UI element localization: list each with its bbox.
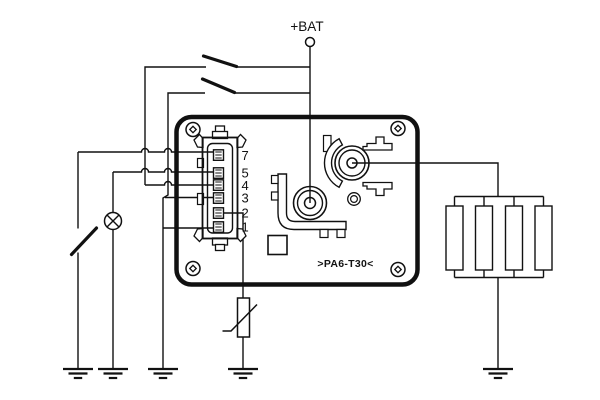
clip-lower — [362, 181, 393, 197]
pin-5 — [212, 167, 225, 180]
relay-box: >PA6-T30< — [174, 114, 420, 287]
pin-3 — [212, 192, 225, 205]
pin-label-5: 5 — [242, 166, 249, 181]
switch-feed-2-blade — [200, 77, 237, 95]
pin-label-3: 3 — [242, 191, 249, 206]
battery-terminal-circle — [304, 36, 316, 48]
component-square — [267, 234, 288, 256]
module-label: >PA6-T30< — [317, 258, 373, 270]
connector-7pin: 7 5 4 3 2 1 — [193, 125, 249, 252]
glow-plug-2 — [474, 205, 494, 271]
glow-plug-1 — [445, 205, 464, 271]
connector-pins — [212, 149, 225, 234]
battery-label: +BAT — [290, 19, 323, 34]
clip-upper — [362, 136, 393, 151]
pin-label-2: 2 — [242, 206, 249, 221]
ground-glow-plugs — [483, 367, 513, 380]
bus-bar-left — [277, 173, 347, 231]
wire-branch2-left — [162, 92, 205, 369]
pin-1 — [212, 221, 225, 234]
ground-sensor — [228, 367, 258, 380]
switch-feed-1-blade — [201, 54, 239, 69]
pin-label-4: 4 — [242, 178, 249, 193]
pin-label-1: 1 — [242, 220, 249, 235]
ground-pin1 — [148, 367, 178, 380]
pin-label-7: 7 — [242, 148, 249, 163]
mounting-hole-top-right — [390, 120, 406, 137]
thermistor-strike — [222, 303, 258, 332]
pin-7 — [212, 149, 225, 162]
wire-pin4 — [145, 180, 219, 186]
battery-terminal: +BAT — [290, 19, 324, 48]
bus-bar-curved — [323, 137, 344, 189]
screw-terminal-battery — [270, 173, 347, 239]
pin-4 — [212, 179, 225, 192]
pin-labels: 7 5 4 3 2 1 — [242, 148, 249, 235]
wire-output-feed — [352, 162, 499, 197]
glow-plug-3 — [504, 205, 524, 271]
rivet — [347, 192, 361, 206]
temperature-sensor — [222, 297, 258, 338]
glow-plug-bank — [445, 205, 553, 271]
ground-lamp — [98, 367, 128, 380]
wire-pin2-sensor — [219, 212, 244, 298]
pin-2 — [212, 207, 225, 220]
switch-to-ground-blade — [69, 226, 99, 257]
mounting-hole-top-left — [185, 121, 201, 138]
glow-plug-4 — [534, 205, 553, 271]
wire-pin5 — [113, 167, 219, 173]
wiring — [77, 46, 545, 369]
switches — [69, 54, 239, 257]
wire-pin7 — [78, 147, 219, 153]
connector-body — [201, 136, 239, 240]
wire-branch1-left — [144, 66, 206, 185]
ground-switch — [63, 367, 93, 380]
mounting-hole-bottom-right — [390, 261, 406, 278]
indicator-lamp — [103, 211, 123, 231]
ground-symbols — [63, 367, 513, 380]
mounting-hole-bottom-left — [185, 260, 201, 277]
